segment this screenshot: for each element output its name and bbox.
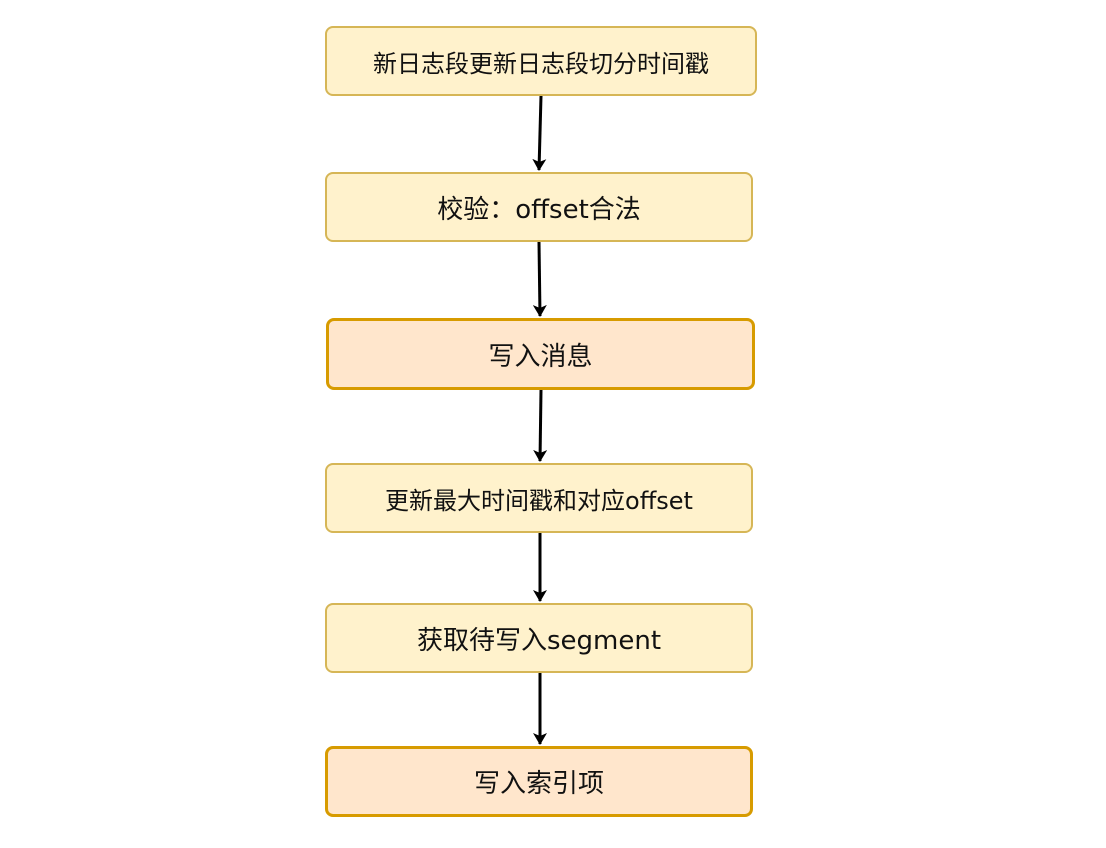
- step-update-max-timestamp: 更新最大时间戳和对应offset: [325, 463, 753, 533]
- step-validate-offset: 校验：offset合法: [325, 172, 753, 242]
- step-write-messages: 写入消息: [326, 318, 755, 390]
- arrow-n1-to-n2: [532, 95, 547, 171]
- arrow-n3-to-n4: [533, 389, 548, 462]
- step-get-segment: 获取待写入segment: [325, 603, 753, 673]
- step-write-index-entry: 写入索引项: [325, 746, 753, 817]
- step-update-segment-roll-timestamp: 新日志段更新日志段切分时间戳: [325, 26, 757, 96]
- arrow-n2-to-n3: [532, 241, 547, 317]
